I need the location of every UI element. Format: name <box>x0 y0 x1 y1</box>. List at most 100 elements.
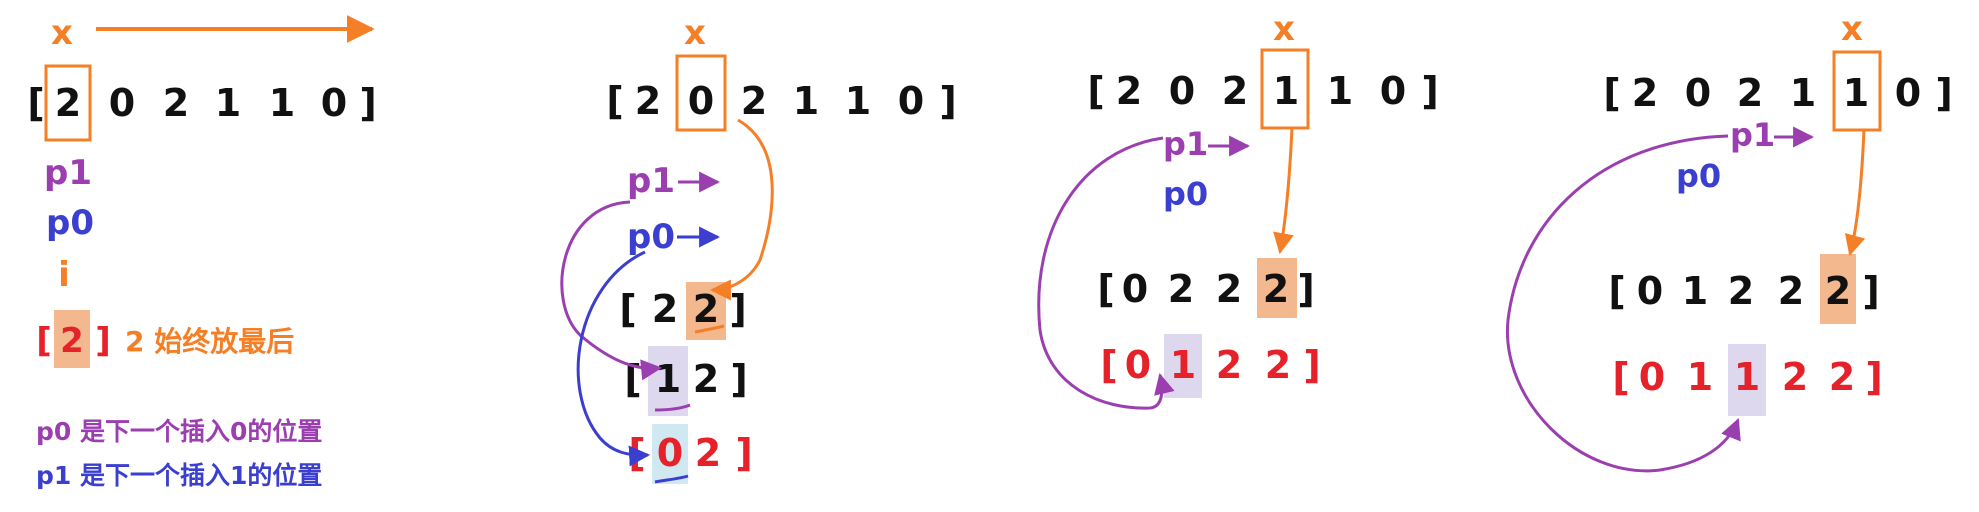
move-arrow-purple <box>1037 136 1175 410</box>
array-item: 0 <box>898 79 924 123</box>
pointer-x-label: x <box>1841 9 1863 49</box>
current-element-box <box>1260 48 1310 130</box>
move-arrow-blue <box>576 250 651 467</box>
pointer-x-label: x <box>1273 9 1295 49</box>
row-item: 1 <box>1687 355 1713 399</box>
row-open-bracket: [ <box>1097 267 1114 311</box>
pointer-p1-label: p1 <box>627 161 675 201</box>
highlight-cell <box>652 424 688 484</box>
pointer-p1-label: p1 <box>1730 116 1775 154</box>
row-close-bracket: ] <box>730 357 747 401</box>
row-item: 2 <box>1728 269 1754 313</box>
move-arrow-purple <box>560 200 663 381</box>
row-item: 2 <box>693 287 719 331</box>
highlight-cell <box>54 310 90 368</box>
pointer-x-label: x <box>51 13 73 53</box>
result-close-bracket: ] <box>95 321 111 361</box>
row-close-bracket: ] <box>735 431 752 475</box>
array-item: 0 <box>1895 71 1921 115</box>
row-item: 2 <box>1216 267 1242 311</box>
array-item: 2 <box>1737 71 1763 115</box>
highlight-cell <box>648 346 688 416</box>
pointer-p0-label: p0 <box>1163 175 1208 213</box>
legend-p1: p1 是下一个插入1的位置 <box>36 461 322 490</box>
row-item: 2 <box>1825 269 1851 313</box>
array-item: 2 <box>55 81 81 125</box>
row-open-bracket: [ <box>1100 343 1117 387</box>
array-open-bracket: [ <box>606 79 623 123</box>
array-item: 1 <box>845 79 871 123</box>
array-close-bracket: ] <box>1421 69 1438 113</box>
move-arrow-orange <box>1273 127 1294 255</box>
row-close-bracket: ] <box>729 287 746 331</box>
move-arrow-purple <box>1505 134 1741 473</box>
array-open-bracket: [ <box>1603 71 1620 115</box>
panel-step-1: x [ 2 0 2 1 1 0 ] p1 p0 i [ 2 ] 2 始终放最后 … <box>27 13 376 490</box>
legend-p0: p0 是下一个插入0的位置 <box>36 417 322 446</box>
row-item: 2 <box>1265 343 1291 387</box>
row-item: 0 <box>1125 343 1151 387</box>
current-element-box <box>675 54 727 132</box>
move-arrow-orange <box>709 118 774 301</box>
highlight-cell <box>1820 254 1856 324</box>
panel-step-3: x [ 2 0 2 1 1 0 ] p1 p0 [ 0 2 2 2 ] [ 0 … <box>1037 9 1439 410</box>
array-item: 1 <box>1790 71 1816 115</box>
row-item: 2 <box>695 431 721 475</box>
current-element-box <box>1832 50 1882 132</box>
row-open-bracket: [ <box>619 287 636 331</box>
row-item: 2 <box>652 287 678 331</box>
array-item: 2 <box>741 79 767 123</box>
row-item: 2 <box>1263 267 1289 311</box>
array-item: 1 <box>793 79 819 123</box>
array-item: 2 <box>163 81 189 125</box>
pointer-p1-label: p1 <box>44 153 92 193</box>
array-close-bracket: ] <box>1935 71 1952 115</box>
underline-mark <box>654 403 691 412</box>
array-item: 0 <box>321 81 347 125</box>
pointer-x-label: x <box>684 13 706 53</box>
underline-mark <box>694 324 725 334</box>
array-open-bracket: [ <box>1087 69 1104 113</box>
pointer-p1-label: p1 <box>1163 125 1208 163</box>
result-open-bracket: [ <box>36 321 52 361</box>
array-item: 0 <box>109 81 135 125</box>
array-item: 0 <box>1380 69 1406 113</box>
pointer-i-label: i <box>58 255 70 295</box>
current-element-box <box>44 64 92 142</box>
array-item: 0 <box>1169 69 1195 113</box>
row-item: 1 <box>1682 269 1708 313</box>
result-item: 2 <box>60 321 84 361</box>
row-item: 0 <box>1122 267 1148 311</box>
pointer-p0-label: p0 <box>627 217 675 257</box>
array-open-bracket: [ <box>27 81 44 125</box>
row-item: 2 <box>1216 343 1242 387</box>
pointer-p0-label: p0 <box>46 203 94 243</box>
array-item: 2 <box>1632 71 1658 115</box>
move-arrow-orange <box>1844 129 1866 257</box>
highlight-cell <box>1257 258 1297 318</box>
array-item: 1 <box>1327 69 1353 113</box>
row-item: 1 <box>655 357 681 401</box>
row-open-bracket: [ <box>1608 269 1625 313</box>
panel-step-4: x [ 2 0 2 1 1 0 ] p1 p0 [ 0 1 2 2 2 ] [ … <box>1505 9 1953 473</box>
row-close-bracket: ] <box>1303 343 1320 387</box>
row-open-bracket: [ <box>1612 355 1629 399</box>
note-2-always-last: 2 始终放最后 <box>125 325 294 358</box>
array-item: 1 <box>215 81 241 125</box>
panel-step-2: x [ 2 0 2 1 1 0 ] p1 p0 [ 2 2 ] [ 1 2 ] <box>560 13 957 484</box>
highlight-cell <box>1728 344 1766 416</box>
array-item: 2 <box>1116 69 1142 113</box>
array-item: 2 <box>635 79 661 123</box>
row-close-bracket: ] <box>1865 355 1882 399</box>
array-item: 1 <box>269 81 295 125</box>
array-item: 0 <box>1685 71 1711 115</box>
array-item: 2 <box>1222 69 1248 113</box>
row-item: 0 <box>1639 355 1665 399</box>
row-item: 0 <box>1637 269 1663 313</box>
array-item: 0 <box>688 79 714 123</box>
row-item: 0 <box>657 431 683 475</box>
row-item: 2 <box>1778 269 1804 313</box>
array-close-bracket: ] <box>359 81 376 125</box>
row-item: 1 <box>1170 343 1196 387</box>
